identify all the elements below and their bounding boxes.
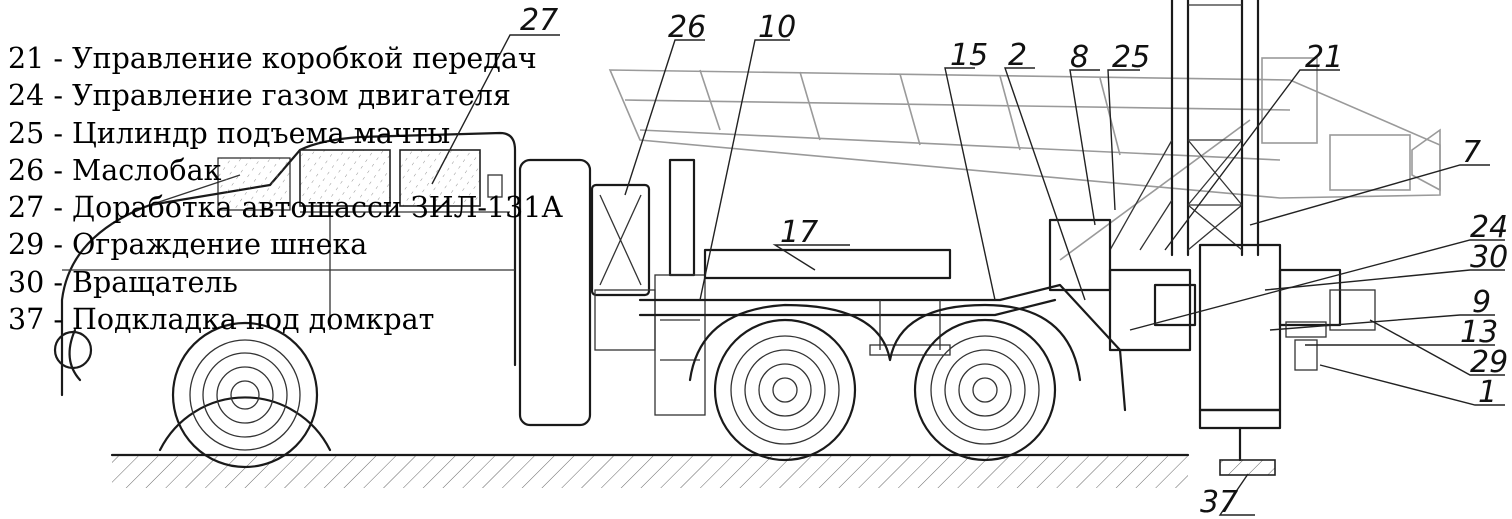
legend-row-26: 26 - Маслобак bbox=[8, 152, 563, 189]
legend-row-30: 30 - Вращатель bbox=[8, 264, 563, 301]
truck-cab bbox=[53, 131, 517, 397]
callout-37: 37 bbox=[1200, 485, 1238, 519]
callout-10: 10 bbox=[758, 10, 796, 45]
wheel-front bbox=[158, 321, 332, 469]
callout-25: 25 bbox=[1112, 40, 1150, 75]
legend-number: 26 bbox=[8, 153, 45, 187]
legend-text: Маслобак bbox=[72, 153, 222, 187]
callout-24: 24 bbox=[1470, 210, 1508, 245]
legend-number: 30 bbox=[8, 265, 45, 299]
parts-legend: 21 - Управление коробкой передач 24 - Уп… bbox=[8, 40, 563, 338]
callout-13: 13 bbox=[1460, 315, 1498, 350]
legend-separator: - bbox=[44, 42, 73, 75]
legend-text: Вращатель bbox=[72, 265, 238, 299]
callout-9: 9 bbox=[1472, 285, 1491, 320]
legend-number: 37 bbox=[8, 303, 45, 337]
legend-number: 29 bbox=[8, 228, 45, 262]
legend-text: Цилиндр подъема мачты bbox=[72, 116, 451, 150]
wheel-rear bbox=[913, 318, 1057, 462]
legend-row-37: 37 - Подкладка под домкрат bbox=[8, 301, 563, 338]
wheel-middle bbox=[713, 318, 857, 462]
legend-separator: - bbox=[44, 191, 73, 225]
callout-15: 15 bbox=[950, 38, 988, 73]
callout-30: 30 bbox=[1470, 240, 1508, 275]
legend-number: 21 bbox=[8, 42, 45, 75]
legend-row-21: 21 - Управление коробкой передач bbox=[8, 40, 563, 77]
callout-8: 8 bbox=[1070, 40, 1089, 75]
legend-number: 24 bbox=[8, 79, 45, 113]
legend-text: Ограждение шнека bbox=[72, 228, 368, 262]
callout-1: 1 bbox=[1478, 375, 1497, 410]
chassis-frame bbox=[638, 218, 1376, 476]
legend-number: 27 bbox=[8, 191, 45, 225]
mast-transport-position bbox=[608, 57, 1441, 261]
callout-26: 26 bbox=[668, 10, 706, 45]
ground bbox=[110, 453, 1190, 488]
callout-27: 27 bbox=[520, 3, 558, 38]
callout-7: 7 bbox=[1462, 135, 1481, 170]
legend-separator: - bbox=[44, 228, 73, 262]
leader-lines bbox=[431, 34, 1505, 516]
legend-text: Управление газом двигателя bbox=[72, 79, 511, 113]
callout-29: 29 bbox=[1470, 345, 1508, 380]
legend-row-29: 29 - Ограждение шнека bbox=[8, 226, 563, 263]
legend-row-25: 25 - Цилиндр подъема мачты bbox=[8, 115, 563, 152]
callout-17: 17 bbox=[780, 215, 818, 250]
legend-separator: - bbox=[44, 303, 73, 337]
legend-separator: - bbox=[44, 153, 73, 187]
legend-text: Доработка автошасси ЗИЛ-131А bbox=[72, 191, 563, 225]
callout-2: 2 bbox=[1008, 38, 1027, 73]
legend-row-27: 27 - Доработка автошасси ЗИЛ-131А bbox=[8, 189, 563, 226]
engine-block bbox=[518, 158, 706, 427]
legend-row-24: 24 - Управление газом двигателя bbox=[8, 77, 563, 114]
legend-separator: - bbox=[44, 79, 73, 113]
callout-21: 21 bbox=[1305, 40, 1343, 75]
callout-numbers: 27 26 10 15 2 8 25 21 7 17 24 30 9 13 29… bbox=[520, 3, 1508, 519]
legend-number: 25 bbox=[8, 116, 45, 150]
mast-tower bbox=[1109, 0, 1260, 257]
legend-text: Подкладка под домкрат bbox=[72, 303, 435, 337]
legend-separator: - bbox=[44, 265, 73, 299]
legend-separator: - bbox=[44, 116, 73, 150]
legend-text: Управление коробкой передач bbox=[72, 42, 537, 75]
